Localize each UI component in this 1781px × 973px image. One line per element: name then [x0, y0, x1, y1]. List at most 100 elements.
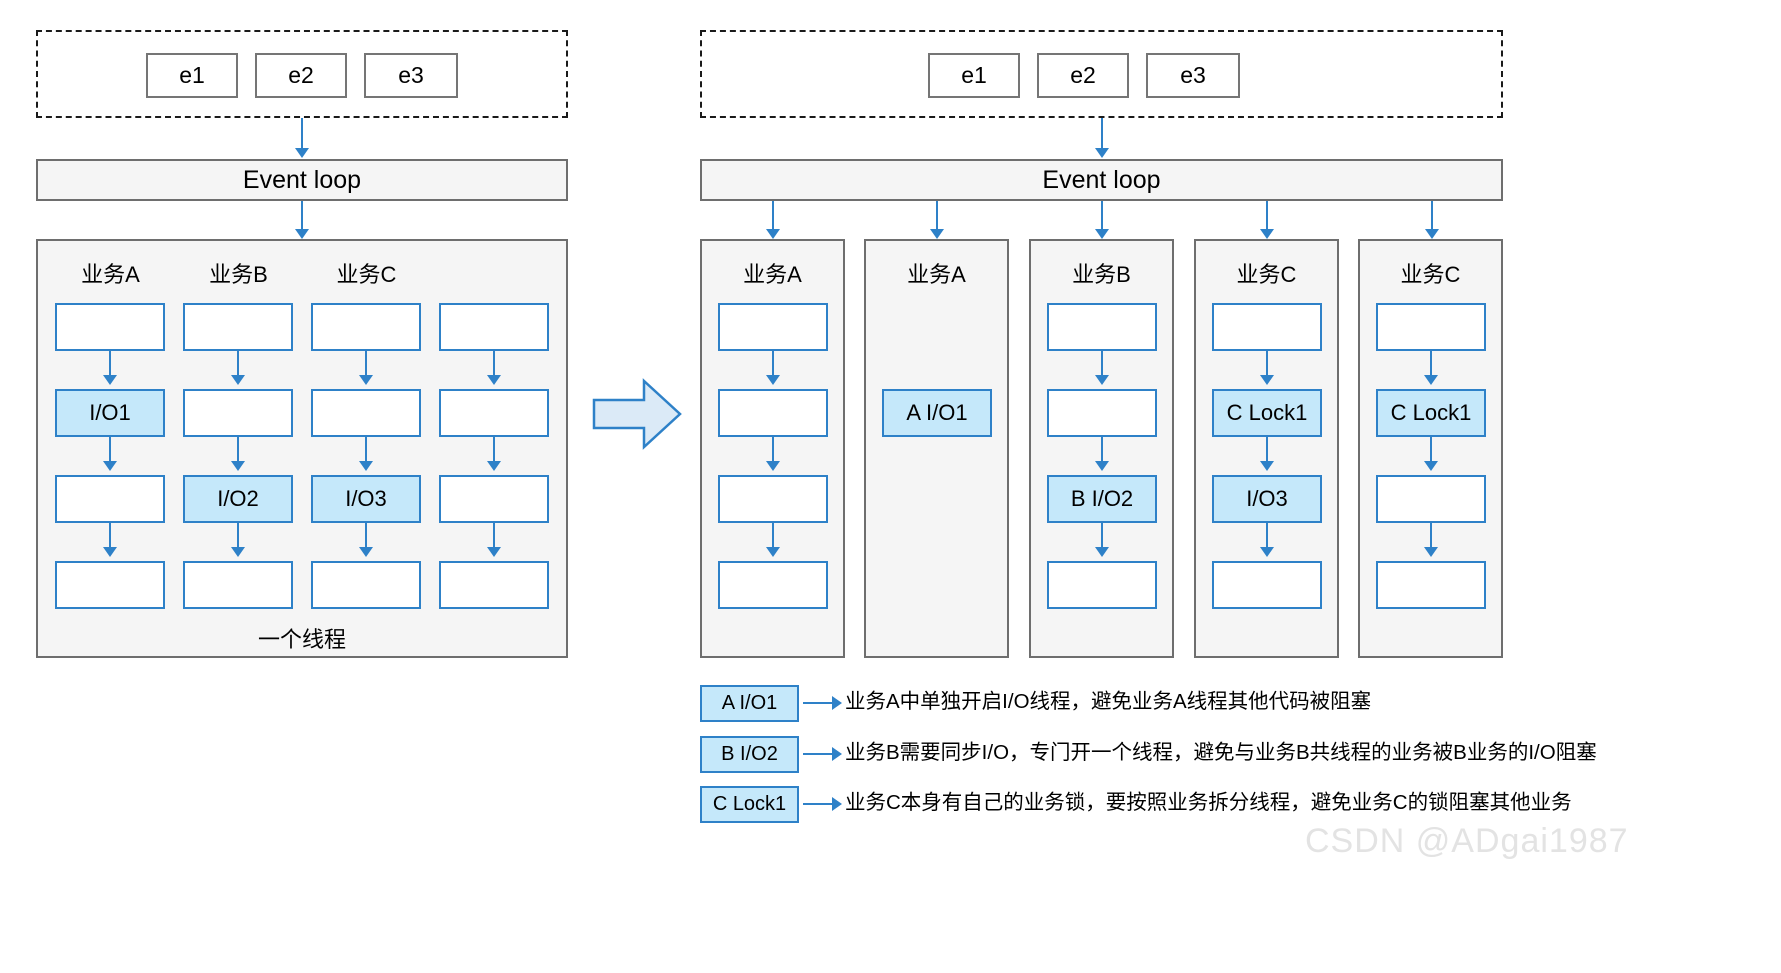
right-t0-step2[interactable]: [718, 475, 828, 523]
left-col3-step1[interactable]: [439, 389, 549, 437]
legend-chip-1-label: B I/O2: [721, 743, 778, 765]
right-t3-conn0: [1266, 351, 1268, 377]
legend-1-arrowhead: [832, 747, 842, 761]
right-event-e1[interactable]: e1: [928, 53, 1020, 98]
right-t1-step0[interactable]: A I/O1: [882, 389, 992, 437]
left-col1-step2[interactable]: I/O2: [183, 475, 293, 523]
legend-text-1: 业务B需要同步I/O，专门开一个线程，避免与业务B共线程的业务被B业务的I/O阻…: [845, 741, 1597, 764]
right-queue-to-loop-arrowhead: [1095, 148, 1109, 158]
right-event-e2[interactable]: e2: [1037, 53, 1129, 98]
right-t0-arrow2: [766, 547, 780, 557]
left-col1-conn2: [237, 523, 239, 549]
right-t2-step2[interactable]: B I/O2: [1047, 475, 1157, 523]
right-queue-to-loop-line: [1101, 118, 1103, 150]
left-col2-step1[interactable]: [311, 389, 421, 437]
right-t0-conn1: [772, 437, 774, 463]
left-col1-step3[interactable]: [183, 561, 293, 609]
left-col0-arrow0: [103, 375, 117, 385]
right-t2-step0[interactable]: [1047, 303, 1157, 351]
right-t4-conn1: [1430, 437, 1432, 463]
right-t2-arrow2: [1095, 547, 1109, 557]
right-t4-arrow2: [1424, 547, 1438, 557]
legend-chip-0[interactable]: A I/O1: [700, 685, 799, 722]
left-col1-conn1: [237, 437, 239, 463]
left-col2-arrow0: [359, 375, 373, 385]
right-t2-step1[interactable]: [1047, 389, 1157, 437]
right-t4-conn0: [1430, 351, 1432, 377]
left-col3-arrow1: [487, 461, 501, 471]
left-queue-to-loop-line: [301, 118, 303, 150]
left-loop-to-panel-arrowhead: [295, 229, 309, 239]
right-t4-step1[interactable]: C Lock1: [1376, 389, 1486, 437]
right-loop-to-thread0-arrowhead: [766, 229, 780, 239]
left-event-loop-label: Event loop: [242, 165, 362, 194]
right-thread-2-title: 业务B: [1072, 262, 1131, 287]
left-col1-conn0: [237, 351, 239, 377]
left-event-e2[interactable]: e2: [255, 53, 347, 98]
right-t2-conn2: [1101, 523, 1103, 549]
left-event-e1[interactable]: e1: [146, 53, 238, 98]
left-col3-step2[interactable]: [439, 475, 549, 523]
right-t3-step1[interactable]: C Lock1: [1212, 389, 1322, 437]
left-col0-step2[interactable]: [55, 475, 165, 523]
right-event-e2-label: e2: [1070, 62, 1096, 88]
right-t4-step2[interactable]: [1376, 475, 1486, 523]
right-t3-conn1: [1266, 437, 1268, 463]
left-col1-arrow1: [231, 461, 245, 471]
right-t0-step0[interactable]: [718, 303, 828, 351]
right-event-loop: Event loop: [700, 159, 1503, 201]
left-col0-step1[interactable]: I/O1: [55, 389, 165, 437]
right-t2-step3[interactable]: [1047, 561, 1157, 609]
right-t3-arrow0: [1260, 375, 1274, 385]
right-t2-arrow1: [1095, 461, 1109, 471]
right-t3-step3[interactable]: [1212, 561, 1322, 609]
legend-chip-0-label: A I/O1: [721, 692, 778, 714]
left-col3-step3[interactable]: [439, 561, 549, 609]
right-thread-3-title: 业务C: [1236, 262, 1297, 287]
right-t3-arrow1: [1260, 461, 1274, 471]
right-arrow-icon: [592, 378, 682, 450]
legend-2-line: [803, 803, 834, 805]
right-t0-step3[interactable]: [718, 561, 828, 609]
left-col0-step3[interactable]: [55, 561, 165, 609]
left-col2-step2[interactable]: I/O3: [311, 475, 421, 523]
left-queue-to-loop-arrowhead: [295, 148, 309, 158]
right-t3-step0[interactable]: [1212, 303, 1322, 351]
left-col0-conn0: [109, 351, 111, 377]
right-event-loop-label: Event loop: [1042, 165, 1161, 194]
left-col0-step0[interactable]: [55, 303, 165, 351]
left-event-e3[interactable]: e3: [364, 53, 458, 98]
left-col2-conn1: [365, 437, 367, 463]
right-t4-step0[interactable]: [1376, 303, 1486, 351]
left-col0-arrow1: [103, 461, 117, 471]
left-col1-step0[interactable]: [183, 303, 293, 351]
right-t0-step1[interactable]: [718, 389, 828, 437]
left-col3-step0[interactable]: [439, 303, 549, 351]
right-t0-arrow0: [766, 375, 780, 385]
left-col2-step0[interactable]: [311, 303, 421, 351]
right-thread-4-title: 业务C: [1400, 262, 1461, 287]
left-column-title-b: 业务B: [209, 262, 268, 287]
right-t2-arrow0: [1095, 375, 1109, 385]
left-col2-step3[interactable]: [311, 561, 421, 609]
left-event-e2-label: e2: [288, 62, 314, 88]
right-event-e3[interactable]: e3: [1146, 53, 1240, 98]
legend-chip-2[interactable]: C Lock1: [700, 786, 799, 823]
legend-chip-2-label: C Lock1: [712, 793, 787, 815]
left-col3-conn0: [493, 351, 495, 377]
left-col1-step1[interactable]: [183, 389, 293, 437]
left-col0-conn2: [109, 523, 111, 549]
legend-chip-1[interactable]: B I/O2: [700, 736, 799, 773]
left-col0-conn1: [109, 437, 111, 463]
watermark: CSDN @ADgai1987: [1305, 822, 1629, 860]
left-column-title-c: 业务C: [336, 262, 397, 287]
right-t3-step2[interactable]: I/O3: [1212, 475, 1322, 523]
right-event-e3-label: e3: [1180, 62, 1206, 88]
left-col2-arrow2: [359, 547, 373, 557]
right-t0-arrow1: [766, 461, 780, 471]
left-loop-to-panel-line: [301, 201, 303, 231]
right-loop-to-thread3-line: [1266, 201, 1268, 231]
right-t4-step3[interactable]: [1376, 561, 1486, 609]
right-loop-to-thread3-arrowhead: [1260, 229, 1274, 239]
right-loop-to-thread1-arrowhead: [930, 229, 944, 239]
